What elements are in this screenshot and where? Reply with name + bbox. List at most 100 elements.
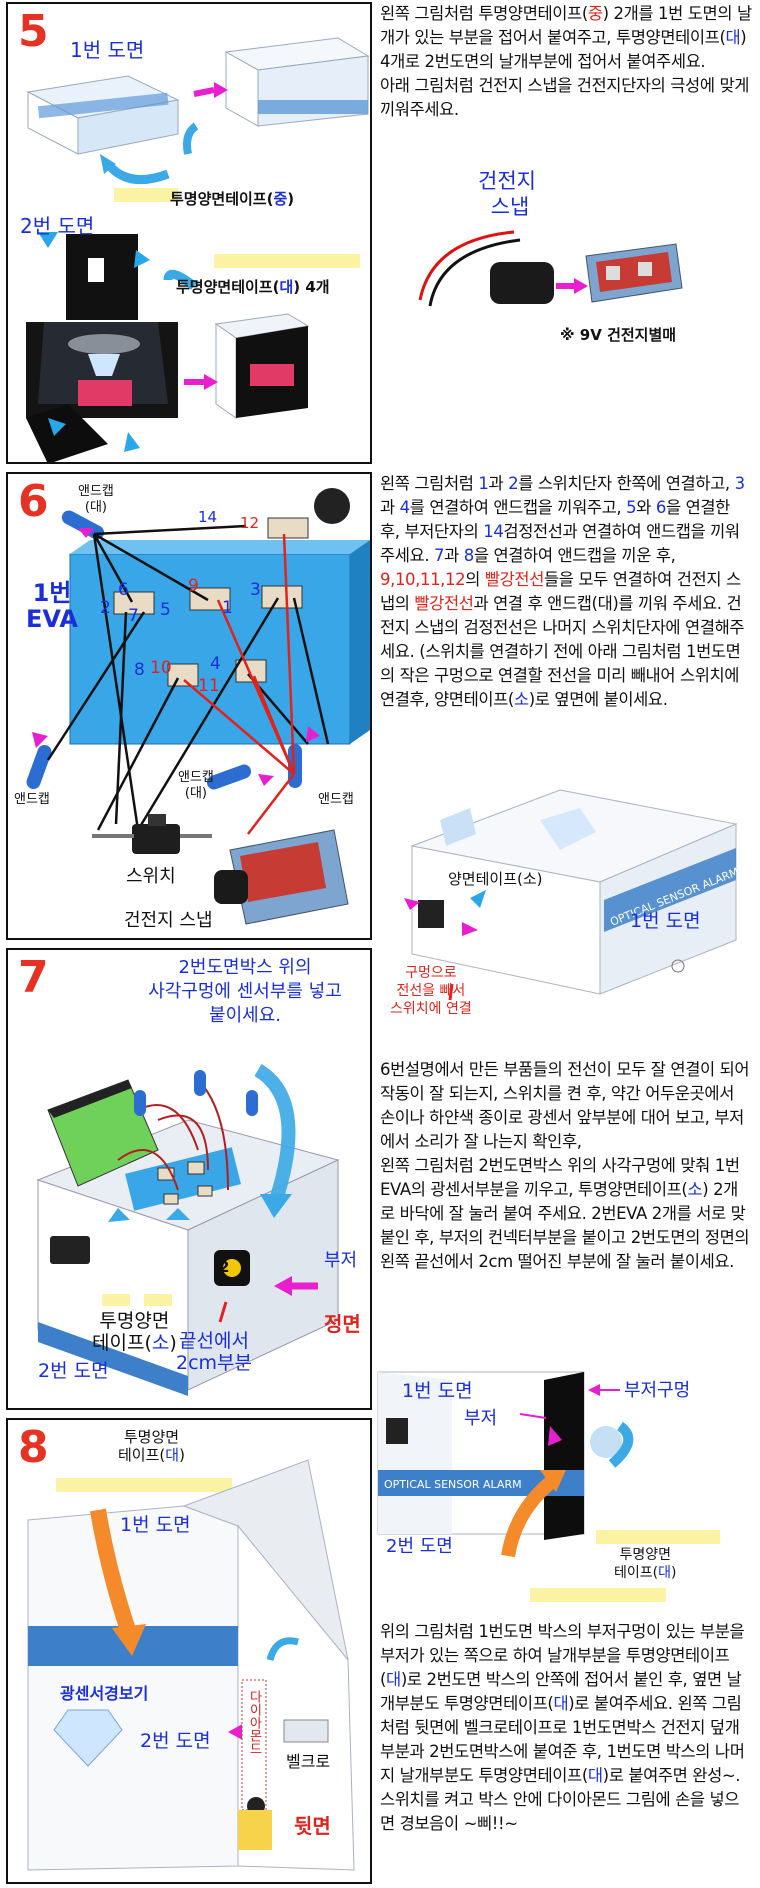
text-run: 아래 그림처럼 건전지 스냅을 건전지단자의 극성에 맞게 끼워주세요. bbox=[380, 76, 750, 119]
text-run: 을 연결하여 앤드캡을 끼운 후, bbox=[473, 546, 676, 565]
battery-snap-label: 건전지 스냅 bbox=[478, 168, 536, 220]
text-run: 6 bbox=[655, 498, 667, 517]
title-line: 붙이세요. bbox=[209, 1005, 281, 1026]
text-run: 을 연결한 후, 부저단자의 bbox=[380, 498, 730, 541]
end-2cm-label: 끝선에서 2cm부분 bbox=[176, 1330, 252, 1374]
step5-illustration bbox=[26, 37, 370, 462]
note-line: 구멍으로 bbox=[405, 965, 457, 981]
step7-panel: 7 2번도면박스 위의 사각구멍에 센서부를 넣고 붙이세요. 투명양면 테이프… bbox=[6, 948, 372, 1410]
text-run: 빨강전선 bbox=[484, 570, 545, 589]
battery-note: ※ 9V 건전지별매 bbox=[560, 326, 677, 344]
tape-line: 테이프(대) bbox=[118, 1446, 185, 1464]
text-run: 8 bbox=[463, 546, 475, 565]
terminal-num: 5 bbox=[160, 600, 171, 620]
tape-mid-label: 투명양면테이프(중) bbox=[170, 190, 295, 208]
label-drawing2: 2번 도면 bbox=[20, 214, 95, 238]
text-run: 1 bbox=[478, 474, 489, 493]
battery-snap-illustration bbox=[418, 230, 683, 307]
step7-illustration bbox=[36, 1064, 340, 1396]
text-run: )로 옆면에 붙이세요. bbox=[528, 690, 668, 709]
fig-buzzer-label: 부저 bbox=[464, 1408, 498, 1429]
text-run: 와 bbox=[636, 498, 656, 517]
text-run: 왼쪽 그림처럼 2번도면박스 위의 사각구멍에 맞춰 1번EVA의 광센서부분을… bbox=[380, 1156, 740, 1199]
fig-buzzer-hole-label: 부저구멍 bbox=[624, 1380, 691, 1401]
text-run: 를 스위치단자 한쪽에 연결하고, bbox=[518, 474, 735, 493]
step6-illustration bbox=[26, 488, 370, 925]
snap-label-line: 건전지 bbox=[478, 169, 536, 193]
side-text: 다이아몬드 bbox=[247, 1690, 262, 1755]
snap-label-line: 스냅 bbox=[490, 195, 530, 219]
tape-large-label: 투명양면테이프(대) 4개 bbox=[176, 278, 330, 296]
text-run: 왼쪽 그림처럼 bbox=[380, 474, 479, 493]
step8-illustration: 다이아몬드 bbox=[27, 1459, 355, 1871]
step-number: 5 bbox=[18, 6, 49, 57]
tape-line: 투명양면 bbox=[123, 1428, 180, 1446]
endcap-large2-label: 앤드캡(대) bbox=[178, 770, 214, 802]
tape-line: 테이프(대) bbox=[614, 1565, 677, 1581]
text-run: )로 붙여주면 완성~. 스위치를 켜고 박스 안에 다이아몬드 그림에 손을 … bbox=[380, 1766, 741, 1833]
endcap-line: (대) bbox=[84, 500, 107, 515]
step5-description: 왼쪽 그림처럼 투명양면테이프(중) 2개를 1번 도면의 날개가 있는 부분을… bbox=[380, 2, 752, 122]
tape-small-label: 투명양면 테이프(소) bbox=[92, 1310, 177, 1354]
label-drawing1: 1번 도면 bbox=[70, 38, 145, 62]
title-line: 2번도면박스 위의 bbox=[178, 957, 312, 978]
endcap-right-label: 앤드캡 bbox=[318, 792, 354, 807]
terminal-num: 9 bbox=[188, 576, 199, 596]
marker-number: 2 bbox=[219, 1258, 230, 1276]
note-line: 스위치에 연결 bbox=[390, 1001, 472, 1017]
buzzer-label: 부저 bbox=[324, 1250, 358, 1271]
fig-tape-large-label: 투명양면 테이프(대) bbox=[614, 1546, 676, 1582]
text-run: 과 bbox=[444, 546, 464, 565]
text-run: 과 bbox=[488, 474, 509, 493]
terminal-num: 7 bbox=[128, 606, 139, 626]
text-run: 소 bbox=[687, 1180, 703, 1199]
end-line: 끝선에서 bbox=[179, 1330, 249, 1352]
text-run: 대 bbox=[725, 28, 741, 47]
fig-drawing1-label: 1번 도면 bbox=[402, 1380, 473, 1402]
text-run: 를 연결하여 앤드캡을 끼워주고, bbox=[409, 498, 627, 517]
terminal-num: 6 bbox=[118, 580, 129, 600]
text-run: 9,10,11,12 bbox=[380, 570, 466, 589]
terminal-num: 4 bbox=[210, 654, 221, 674]
text-run: 4 bbox=[399, 498, 411, 517]
text-run: )로 붙여주세요. 왼쪽 그림처럼 뒷면에 벨크로테이프로 1번도면박스 건전지… bbox=[380, 1694, 745, 1785]
step8-description: 위의 그림처럼 1번도면 박스의 부저구멍이 있는 부분을 부저가 있는 쪽으로… bbox=[380, 1620, 752, 1836]
step8-panel: 8 투명양면 테이프(대) 다이아몬드 1번 도면 광센서경보기 2번 도면 벨… bbox=[6, 1418, 372, 1884]
text-run: ) 4개로 2번도면의 날개부분에 접어서 붙여주세요. bbox=[380, 28, 747, 71]
step-number: 8 bbox=[18, 1422, 49, 1473]
terminal-num: 11 bbox=[198, 676, 220, 696]
endcap-left-label: 앤드캡 bbox=[14, 792, 50, 807]
tape-large-label: 투명양면 테이프(대) bbox=[118, 1428, 185, 1464]
eva-line: EVA bbox=[26, 605, 78, 633]
title-line: 사각구멍에 센서부를 넣고 bbox=[148, 981, 342, 1002]
tape-strip bbox=[56, 1478, 232, 1492]
step7-description: 6번설명에서 만든 부품들의 전선이 모두 잘 연결이 되어 작동이 잘 되는지… bbox=[380, 1058, 752, 1274]
text-run: 6번설명에서 만든 부품들의 전선이 모두 잘 연결이 되어 작동이 잘 되는지… bbox=[380, 1060, 750, 1151]
note-line: 전선을 빼서 bbox=[396, 983, 466, 999]
terminal-num: 2 bbox=[100, 598, 111, 618]
box-title: 광센서경보기 bbox=[60, 1684, 149, 1703]
endcap-line: (대) bbox=[184, 786, 207, 801]
text-run: 2 bbox=[508, 474, 519, 493]
front-label: 정면 bbox=[324, 1312, 361, 1336]
step6-description: 왼쪽 그림처럼 1과 2를 스위치단자 한쪽에 연결하고, 3과 4를 연결하여… bbox=[380, 472, 752, 712]
step7-title: 2번도면박스 위의 사각구멍에 센서부를 넣고 붙이세요. bbox=[120, 956, 370, 1028]
text-run: 들을 모두 연결하여 건전지 스냅의 bbox=[380, 570, 741, 613]
tape-strip bbox=[214, 254, 360, 268]
text-run: 의 bbox=[465, 570, 485, 589]
text-run: 대 bbox=[553, 1694, 569, 1713]
endcap-large-label: 앤드캡(대) bbox=[78, 484, 114, 516]
text-run: 왼쪽 그림처럼 투명양면테이프( bbox=[380, 4, 588, 23]
terminal-num: 14 bbox=[198, 508, 218, 526]
endcap-line: 앤드캡 bbox=[78, 484, 114, 499]
eva-line: 1번 bbox=[32, 579, 72, 607]
text-run: 검정전선과 연결하여 앤드캡을 끼워주세요. bbox=[380, 522, 740, 565]
text-run: 7 bbox=[434, 546, 445, 565]
switch-label: 스위치 bbox=[126, 866, 176, 887]
tape-line: 투명양면 bbox=[619, 1547, 671, 1563]
snap-label: 건전지 스냅 bbox=[124, 910, 213, 931]
tape-line: 테이프(소) bbox=[92, 1332, 177, 1354]
box-brand-text: OPTICAL SENSOR ALARM bbox=[384, 1478, 522, 1491]
terminal-num: 8 bbox=[134, 660, 145, 680]
